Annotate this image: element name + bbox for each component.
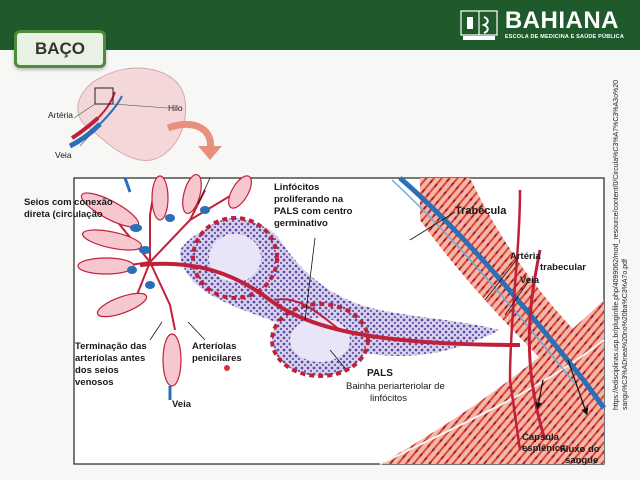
central-artery <box>139 261 521 347</box>
flow-arrow-icon <box>567 359 589 416</box>
trabecular-artery-label: Artéria trabecular <box>510 251 586 273</box>
capsule-tissue <box>380 300 604 464</box>
inset-vein-label: Veia <box>55 150 72 160</box>
header-bar <box>0 0 640 50</box>
vein-right-label: Veia <box>520 275 540 286</box>
pals-sheath <box>180 216 500 378</box>
flow-arrow-icon <box>535 379 544 410</box>
sinuses-label: Seios com conexão direta (circulação <box>24 197 115 220</box>
brand-subtitle: ESCOLA DE MEDICINA E SAÚDE PÚBLICA <box>504 34 624 41</box>
lymphocytes-label: Linfócitos proliferando na PALS com cent… <box>274 182 355 229</box>
penicillar-label: Arteríolas penicilares <box>192 341 242 364</box>
sinus-junctions <box>127 206 210 289</box>
source-url[interactable]: https://edisciplinas.usp.br/pluginfile.p… <box>613 80 629 410</box>
slide-title-badge: BAÇO <box>14 30 106 68</box>
brand: BAHIANA ESCOLA DE MEDICINA E SAÚDE PÚBLI… <box>459 8 624 42</box>
brand-name: BAHIANA <box>504 7 620 35</box>
vein-bottom-label: Veia <box>172 399 192 410</box>
slide-title: BAÇO <box>34 39 86 58</box>
spleen-diagram: Artéria Veia Hilo <box>24 67 607 466</box>
pals-description: Bainha periarteriolar de linfócitos <box>346 381 447 404</box>
zoom-arrow-icon <box>166 120 222 160</box>
pals-label: PALS <box>367 368 393 379</box>
capsule-label: Cápsula esplênica <box>522 432 566 454</box>
trabecula-label: Trabécula <box>455 205 507 217</box>
school-logo-icon <box>459 9 499 41</box>
flow-label: Fluxo do sangue <box>560 444 602 466</box>
venous-sinuses <box>77 173 252 387</box>
inset-hilum-label: Hilo <box>168 103 183 113</box>
arteriole-endings-label: Terminação das arteríolas antes dos seio… <box>75 341 149 388</box>
spleen-inset <box>68 67 187 161</box>
inset-artery-label: Artéria <box>48 110 73 120</box>
